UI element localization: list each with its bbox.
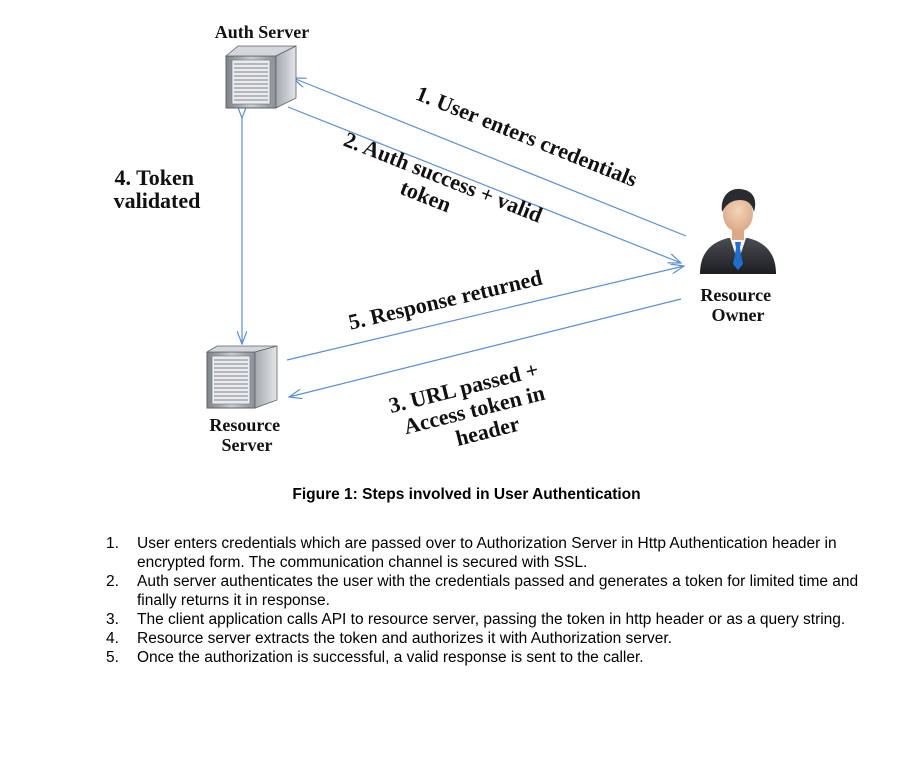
list-item: 2. Auth server authenticates the user wi… — [106, 572, 866, 610]
arrow-step3 — [289, 298, 682, 397]
list-item-text: Resource server extracts the token and a… — [137, 630, 673, 647]
list-item-text: The client application calls API to reso… — [137, 611, 846, 628]
figure-caption: Figure 1: Steps involved in User Authent… — [292, 486, 641, 503]
resource-server-label: Resource Server — [209, 415, 284, 455]
list-item-text: User enters credentials which are passed… — [137, 535, 837, 571]
resource-owner-label: Resource Owner — [700, 285, 775, 325]
list-item-number: 5. — [106, 649, 119, 666]
arrow-step1 — [293, 78, 687, 237]
auth-server-label: Auth Server — [215, 22, 309, 42]
list-item-number: 2. — [106, 573, 119, 590]
list-item: 1. User enters credentials which are pas… — [106, 534, 866, 572]
step4-label: 4. Token validated — [114, 165, 201, 213]
server-icon — [205, 345, 278, 409]
list-item-number: 4. — [106, 630, 119, 647]
list-item: 3. The client application calls API to r… — [106, 610, 866, 629]
server-icon — [224, 45, 297, 109]
arrow-step5 — [286, 266, 684, 361]
auth-flow-diagram: Auth Server Resource Server Resource Own… — [114, 22, 776, 464]
businessman-icon — [700, 188, 776, 274]
step3-label: 3. URL passed + Access token in header — [386, 355, 558, 464]
list-item-number: 1. — [106, 535, 119, 552]
arrow-step2 — [287, 106, 681, 263]
list-item-text: Once the authorization is successful, a … — [137, 649, 644, 666]
list-item: 4. Resource server extracts the token an… — [106, 629, 866, 648]
steps-list: 1. User enters credentials which are pas… — [106, 534, 866, 667]
list-item-number: 3. — [106, 611, 119, 628]
list-item-text: Auth server authenticates the user with … — [137, 573, 859, 609]
list-item: 5. Once the authorization is successful,… — [106, 648, 866, 667]
step5-label: 5. Response returned — [346, 265, 545, 335]
